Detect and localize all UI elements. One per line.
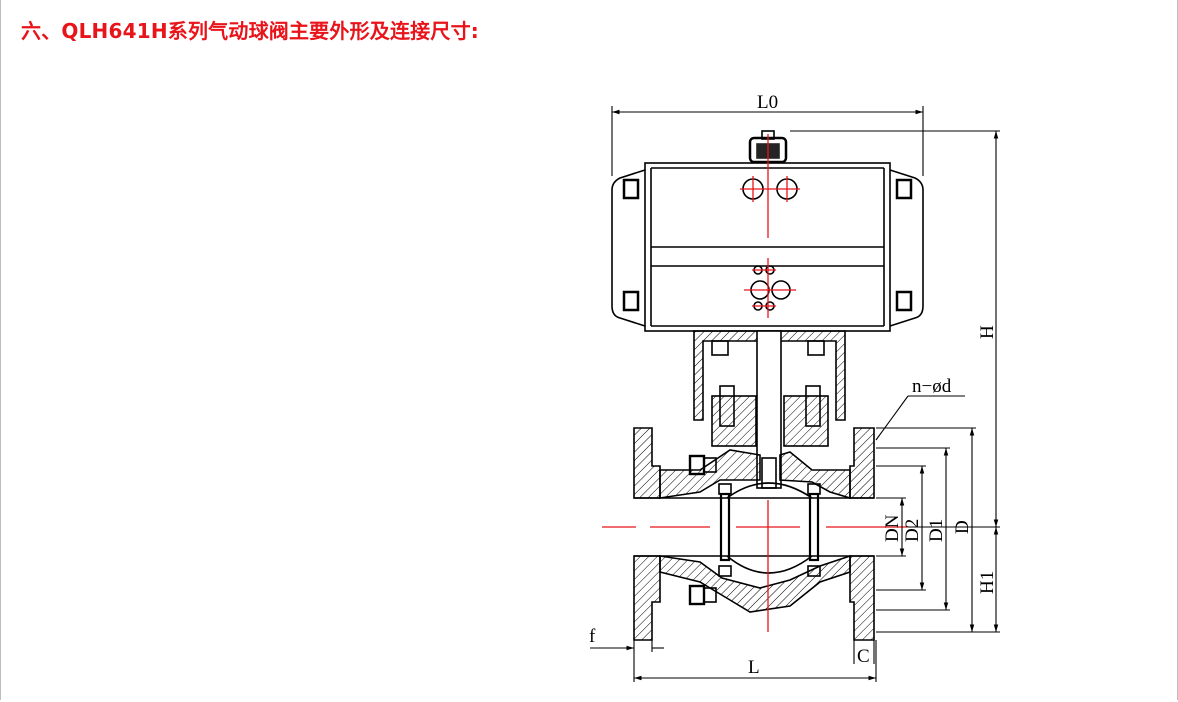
actuator-bolts xyxy=(622,178,913,312)
label-n-phi-d: n−ød xyxy=(912,376,952,397)
label-f: f xyxy=(589,626,596,647)
label-C: C xyxy=(857,646,870,667)
label-DN: DN xyxy=(882,514,903,542)
label-D2: D2 xyxy=(902,519,923,542)
centerlines xyxy=(602,134,908,632)
valve-body xyxy=(633,427,875,641)
dimension-labels: L0 H n−ød DN D2 D1 D H1 f L C xyxy=(589,92,998,678)
label-L: L xyxy=(748,657,760,678)
label-L0: L0 xyxy=(757,92,778,113)
dimension-lines xyxy=(590,106,1000,682)
label-D: D xyxy=(952,520,973,534)
section-heading: 六、QLH641H系列气动球阀主要外形及连接尺寸: xyxy=(21,19,479,43)
label-D1: D1 xyxy=(926,519,947,542)
label-H: H xyxy=(977,325,998,339)
label-H1: H1 xyxy=(977,571,998,594)
mounting-bracket xyxy=(693,330,846,489)
